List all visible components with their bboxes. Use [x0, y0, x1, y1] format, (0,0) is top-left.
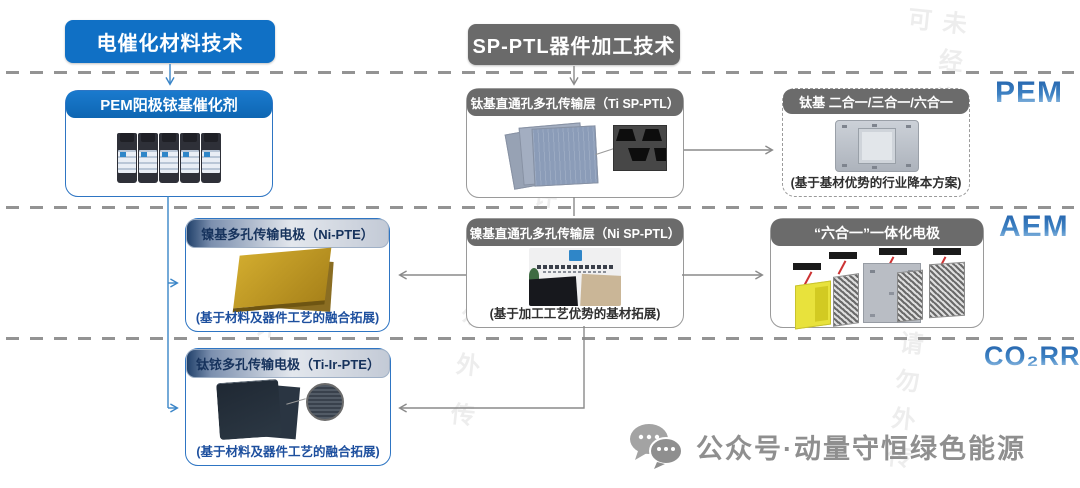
card-ni-pte: 镍基多孔传输电极（Ni-PTE） (基于材料及器件工艺的融合拓展) [185, 218, 390, 332]
bottle-icon [117, 133, 137, 183]
card-ni-sp-ptl-title: 镍基直通孔多孔传输层（Ni SP-PTL） [467, 219, 683, 246]
row-separator-pem [6, 71, 1074, 74]
card-ti-combo-title: 钛基 二合一/三合一/六合一 [783, 89, 969, 114]
card-ni-pte-caption: (基于材料及器件工艺的融合拓展) [195, 311, 380, 325]
processing-tech-node: SP-PTL器件加工技术 [468, 24, 680, 65]
card-ni-pte-title: 镍基多孔传输电极（Ni-PTE） [186, 219, 389, 248]
row-label-co2rr: CO₂RR [984, 341, 1080, 371]
card-ni-sp-ptl-caption: (基于加工工艺优势的基材拓展) [489, 307, 661, 321]
card-pem-catalyst: PEM阳极铱基催化剂 [65, 90, 273, 197]
branding-account-label: 公众号·动量守恒绿色能源 [696, 433, 1026, 464]
row-separator-aem [6, 206, 1074, 209]
card-ni-sp-ptl: 镍基直通孔多孔传输层（Ni SP-PTL） (基于加工工艺优势的基材拓展) [466, 218, 684, 328]
bottle-icon [159, 133, 179, 183]
row-label-pem: PEM [995, 76, 1064, 109]
card-ti-ir-pte-title: 钛铱多孔传输电极（Ti-Ir-PTE） [186, 349, 390, 378]
card-ti-combo: 钛基 二合一/三合一/六合一 (基于基材优势的行业降本方案) [782, 88, 970, 197]
bottle-icon [138, 133, 158, 183]
catalyst-bottles-image [66, 133, 272, 183]
card-ti-ir-pte-caption: (基于材料及器件工艺的融合拓展) [196, 445, 380, 459]
sem-inset-image [613, 125, 667, 171]
row-separator-co2rr [6, 337, 1074, 340]
card-six-in-one: “六合一”一体化电极 [770, 218, 984, 330]
card-ti-ir-pte: 钛铱多孔传输电极（Ti-Ir-PTE） (基于材料及器件工艺的融合拓展) [185, 348, 391, 466]
card-ti-combo-caption: (基于基材优势的行业降本方案) [790, 176, 962, 190]
card-ti-sp-ptl: 钛基直通孔多孔传输层（Ti SP-PTL） [466, 88, 684, 198]
membrane-layer [795, 280, 831, 330]
wechat-bubbles-icon [630, 424, 683, 469]
microstructure-inset-icon [306, 383, 344, 421]
card-pem-catalyst-title: PEM阳极铱基催化剂 [66, 91, 272, 118]
materials-tech-node: 电催化材料技术 [65, 20, 275, 63]
bottle-icon [180, 133, 200, 183]
row-label-aem: AEM [999, 210, 1069, 243]
card-six-in-one-title: “六合一”一体化电极 [771, 219, 983, 246]
card-ti-sp-ptl-title: 钛基直通孔多孔传输层（Ti SP-PTL） [467, 89, 683, 116]
bottle-icon [201, 133, 221, 183]
company-facility-photo-image [529, 248, 621, 306]
branding-footer: 公众号·动量守恒绿色能源 [628, 422, 1026, 470]
